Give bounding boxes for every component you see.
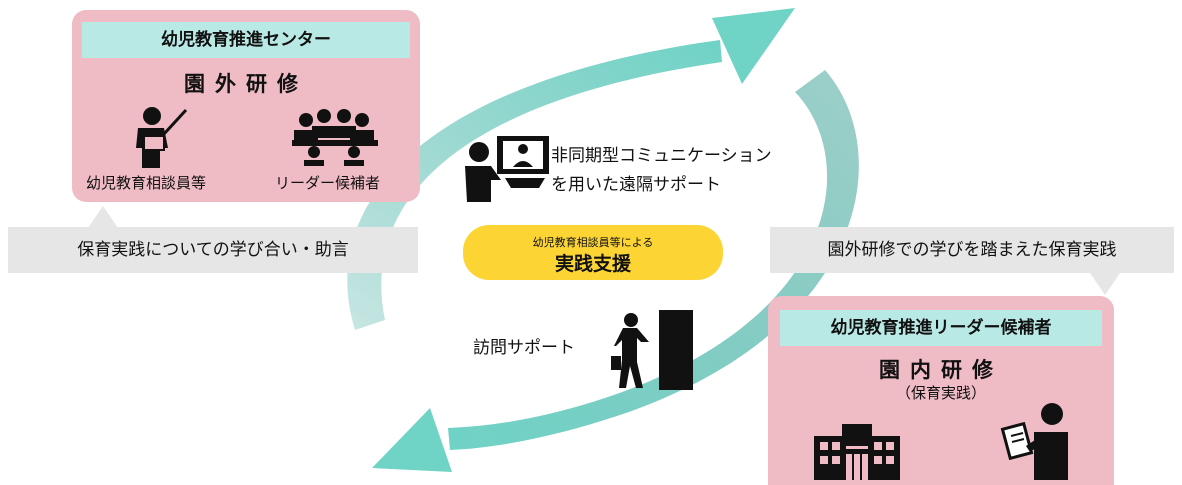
practice-support-title: 実践支援: [554, 253, 631, 275]
group-meeting-icon: [292, 109, 378, 166]
inside-training-subtitle: （保育実践）: [895, 384, 986, 402]
lower-arrow-head: [372, 408, 452, 472]
kindergarten-building-icon: [814, 424, 900, 480]
outside-training-title: 園外研修: [184, 72, 308, 96]
left-callout: 保育実践についての学び合い・助言: [8, 227, 418, 273]
upper-arrow-arc: [347, 40, 722, 330]
leader-candidate-label: リーダー候補者: [275, 174, 381, 192]
inside-training-title: 園内研修: [879, 358, 1003, 382]
practice-support-subtitle: 幼児教育相談員等による: [532, 236, 654, 249]
outside-training-box: 幼児教育推進センター 園外研修 幼児教育相談員等 リーダー候補者: [72, 10, 420, 202]
consultant-label: 幼児教育相談員等: [86, 174, 207, 192]
outside-training-header: 幼児教育推進センター: [82, 22, 410, 58]
person-clipboard-icon: [1000, 403, 1068, 480]
right-callout: 園外研修での学びを踏まえた保育実践: [770, 227, 1174, 273]
door-visit-icon: [611, 310, 693, 390]
inside-training-header: 幼児教育推進リーダー候補者: [780, 310, 1102, 346]
lower-arrow-arc: [448, 70, 859, 450]
inside-training-box: 幼児教育推進リーダー候補者 園内研修 （保育実践）: [768, 296, 1114, 485]
visit-support-label: 訪問サポート: [473, 338, 575, 358]
left-callout-pointer: [88, 206, 118, 228]
practice-support-pill: 幼児教育相談員等による 実践支援: [463, 225, 723, 280]
remote-support-line2: を用いた遠隔サポート: [551, 175, 721, 195]
upper-arrow-head: [712, 8, 795, 84]
video-call-icon: [465, 136, 549, 202]
remote-support-line1: 非同期型コミュニケーション: [551, 146, 772, 166]
right-callout-pointer: [1090, 273, 1120, 295]
teacher-pointer-icon: [136, 107, 188, 168]
